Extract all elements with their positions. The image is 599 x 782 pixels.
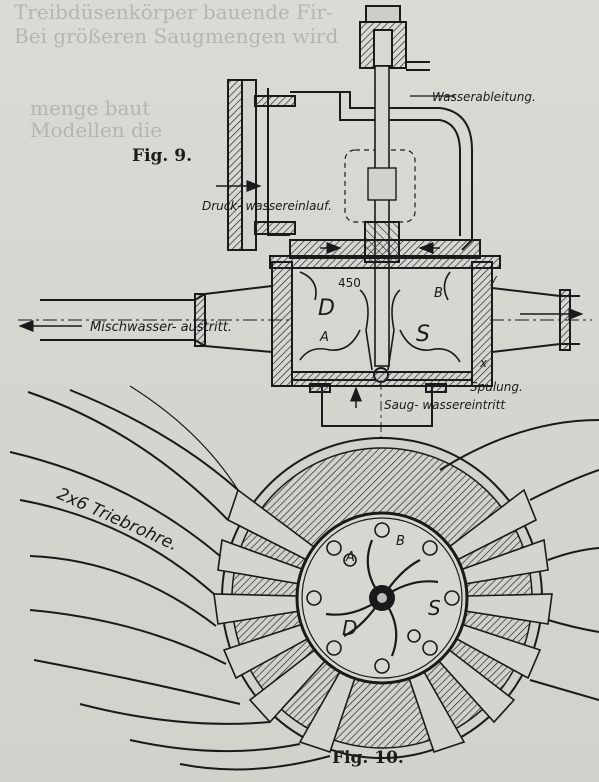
fig10-caption: Fig. 10. xyxy=(332,748,404,768)
label-druckwassereinlauf: Druck- wassereinlauf. xyxy=(202,199,332,213)
label-point-y: y xyxy=(490,272,498,286)
fig9-body xyxy=(18,5,592,440)
fig10-bolt-holes xyxy=(306,522,460,674)
bleed-through-line-4: Modellen die xyxy=(30,118,163,142)
fig10-triebrohre-tubes xyxy=(9,385,599,771)
label-wasserableitung: Wasserableitung. xyxy=(432,90,536,104)
label-saugwassereintritt: Saug- wassereintritt xyxy=(384,398,506,412)
label-chamber-D: D xyxy=(318,296,335,321)
label-dimension-450: 450 xyxy=(338,276,361,290)
label-point-B: B xyxy=(434,286,443,301)
bleed-through-line-1: Treibdüsenkörper bauende Fir- xyxy=(14,0,333,24)
fig10-end-view-drawing xyxy=(9,385,599,771)
fig10-label-B: B xyxy=(396,534,405,549)
fig9-flow-arrows xyxy=(18,180,584,408)
label-mischwasseraustritt: Mischwasser- austritt. xyxy=(90,320,232,335)
fig10-label-A: A xyxy=(346,550,355,565)
fig10-label-S: S xyxy=(428,596,441,620)
bleed-through-line-3: menge baut xyxy=(30,96,151,120)
label-point-x: x xyxy=(480,356,488,370)
label-spulung: Spulung. xyxy=(470,380,523,394)
label-chamber-S: S xyxy=(416,322,430,347)
fig10-label-D: D xyxy=(342,616,358,640)
label-point-A: A xyxy=(320,330,329,345)
fig9-caption: Fig. 9. xyxy=(132,146,192,166)
bleed-through-line-2: Bei größeren Saugmengen wird xyxy=(14,24,339,48)
